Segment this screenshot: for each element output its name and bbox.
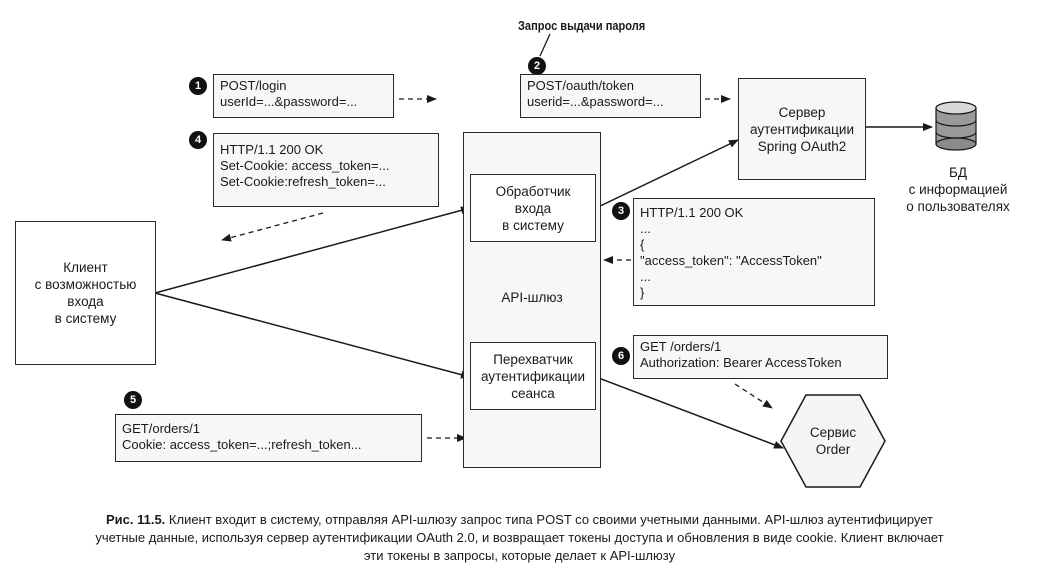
step6-dashed-arrow: [734, 383, 773, 409]
login-handler-box: Обработчик входа в систему: [470, 174, 596, 242]
step-5-badge: 5: [124, 391, 142, 409]
step-3-message: HTTP/1.1 200 OK ... { "access_token": "A…: [633, 198, 875, 306]
diagram-title: Запрос выдачи пароля: [518, 18, 646, 33]
client-to-login-handler-line: [154, 206, 471, 294]
caption-line-2: учетные данные, используя сервер аутенти…: [95, 530, 944, 545]
login-handler-to-auth-server-line: [595, 139, 739, 209]
login-handler-label: Обработчик входа в систему: [495, 183, 571, 233]
database-label: БД с информацией о пользователях: [906, 165, 1010, 214]
caption-line-1: Рис. 11.5. Клиент входит в систему, отпр…: [0, 511, 1039, 529]
session-interceptor-label: Перехватчик аутентификации сеанса: [481, 351, 585, 401]
step-1-message: POST/login userId=...&password=...: [213, 74, 394, 118]
order-service-hexagon: [780, 394, 886, 488]
step-2-badge: 2: [528, 57, 546, 75]
step-6-badge: 6: [612, 347, 630, 365]
figure-caption: Рис. 11.5. Клиент входит в систему, отпр…: [0, 511, 1039, 565]
order-service-label: Сервис Order: [809, 425, 857, 457]
auth-server-box: Сервер аутентификации Spring OAuth2: [738, 78, 866, 180]
client-to-interceptor-line: [154, 292, 471, 379]
step-4-message: HTTP/1.1 200 OK Set-Cookie: access_token…: [213, 133, 439, 207]
title-pointer-line: [539, 33, 551, 57]
client-label: Клиент с возможностью входа в систему: [34, 260, 137, 326]
database-icon: [935, 101, 977, 151]
session-interceptor-box: Перехватчик аутентификации сеанса: [470, 342, 596, 410]
interceptor-to-order-line: [595, 376, 784, 449]
step-2-message: POST/oauth/token userid=...&password=...: [520, 74, 701, 118]
step-5-message: GET/orders/1 Cookie: access_token=...;re…: [115, 414, 422, 462]
client-box: Клиент с возможностью входа в систему: [15, 221, 156, 365]
caption-prefix: Рис. 11.5.: [105, 512, 166, 527]
step-6-message: GET /orders/1 Authorization: Bearer Acce…: [633, 335, 888, 379]
step4-dashed-arrow: [221, 212, 324, 242]
step-1-badge: 1: [189, 77, 207, 95]
api-gateway-label: API-шлюз: [501, 290, 563, 305]
step-3-badge: 3: [612, 202, 630, 220]
auth-server-label: Сервер аутентификации Spring OAuth2: [750, 104, 854, 154]
step-4-badge: 4: [189, 131, 207, 149]
caption-line-1-text: Клиент входит в систему, отправляя API-ш…: [165, 512, 934, 527]
caption-line-3: эти токены в запросы, которые делает к A…: [363, 548, 676, 563]
